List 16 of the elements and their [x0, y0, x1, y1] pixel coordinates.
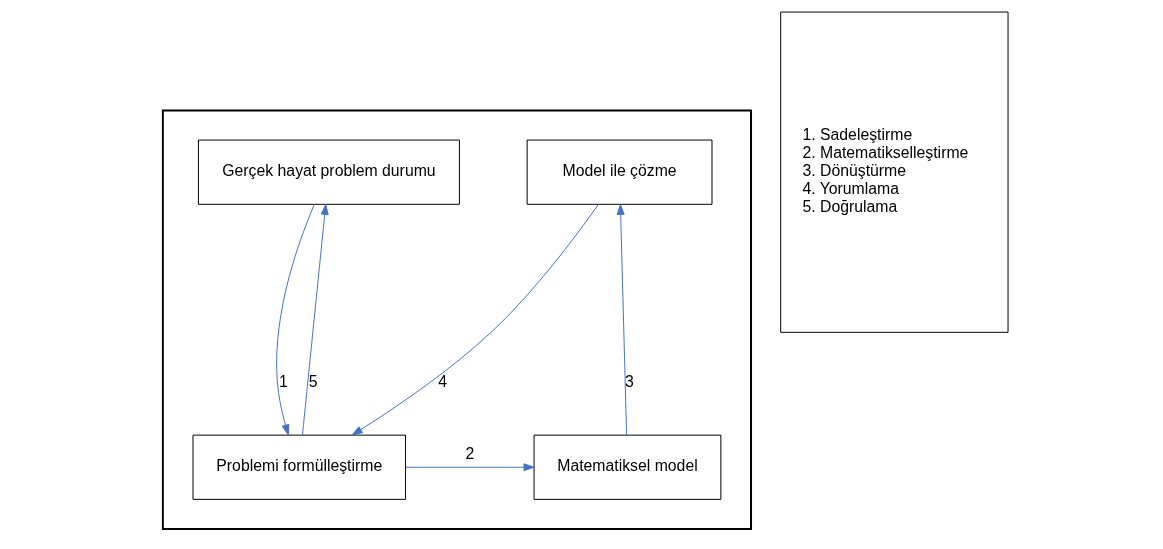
- edge-label: 1: [279, 373, 288, 391]
- arrow: [616, 204, 628, 436]
- arrow: [405, 463, 535, 472]
- node-box: Model ile çözme: [526, 139, 713, 205]
- edge-label: 2: [465, 445, 475, 463]
- node-box: Matematiksel model: [533, 434, 722, 500]
- node-box: Problemi formülleştirme: [192, 434, 407, 500]
- arrow: [301, 204, 329, 436]
- cluster: [161, 109, 752, 531]
- edge-label: 5: [308, 373, 318, 391]
- node-box: Gerçek hayat problem durumu: [197, 139, 460, 205]
- edge-label: 4: [438, 373, 448, 391]
- node-box: 1. Sadeleştirme 2. Matematikselleştirme 3. Dönüştürme 4. Yorumlama 5. Doğrulama: [780, 11, 1009, 333]
- edge-label: 3: [625, 373, 634, 391]
- arrow: [276, 203, 315, 436]
- arrow: [351, 203, 599, 436]
